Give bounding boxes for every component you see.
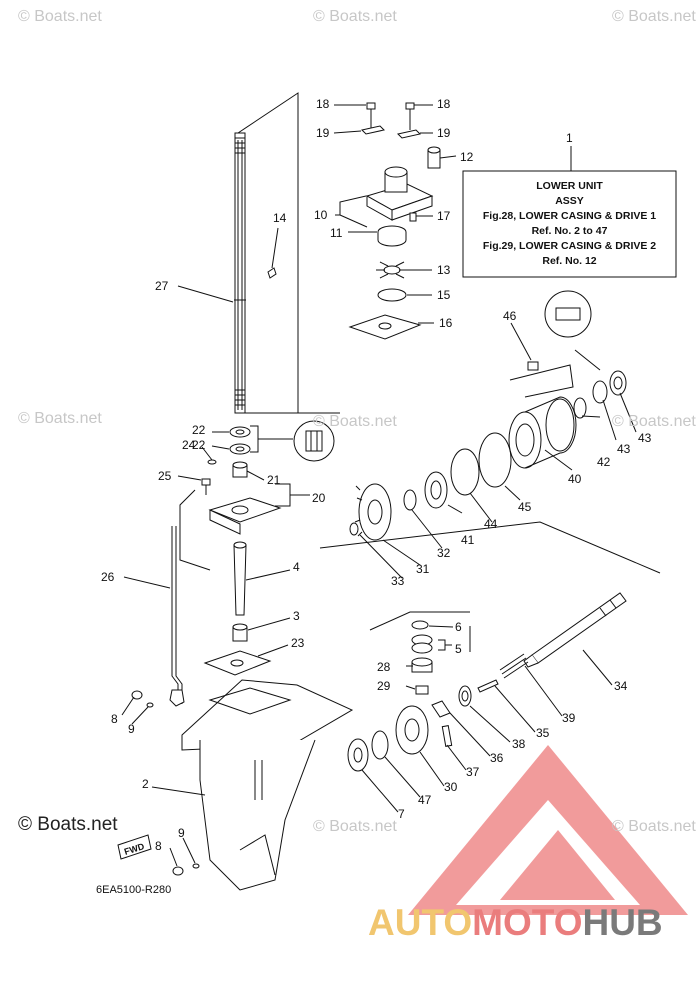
callout-11: 11 bbox=[330, 226, 343, 240]
forward-gear bbox=[395, 705, 429, 755]
callout-15: 15 bbox=[437, 288, 451, 302]
callout-47: 47 bbox=[418, 793, 432, 807]
callout-42: 42 bbox=[597, 455, 611, 469]
info-box-line: Fig.28, LOWER CASING & DRIVE 1 bbox=[482, 210, 657, 222]
callout-40: 40 bbox=[568, 472, 582, 486]
callout-9: 9 bbox=[128, 722, 135, 736]
callout-18: 18 bbox=[437, 97, 451, 111]
info-box-line: ASSY bbox=[555, 195, 584, 207]
callout-12: 12 bbox=[460, 150, 474, 164]
callout-8: 8 bbox=[111, 712, 118, 726]
callout-8: 8 bbox=[155, 839, 162, 853]
reverse-gear bbox=[354, 483, 392, 541]
callout-22: 22 bbox=[192, 423, 206, 437]
brand-part-2: MOTO bbox=[472, 902, 583, 943]
callout-30: 30 bbox=[444, 780, 458, 794]
callout-43: 43 bbox=[617, 442, 631, 456]
info-box-line: LOWER UNIT bbox=[536, 180, 603, 192]
callout-19: 19 bbox=[437, 126, 451, 140]
bolt-18-b bbox=[405, 102, 415, 130]
watermark-text: © Boats.net bbox=[612, 818, 696, 835]
watermark-text: © Boats.net bbox=[18, 410, 102, 427]
callout-4: 4 bbox=[293, 560, 300, 574]
info-box-frame bbox=[462, 170, 677, 278]
watermark-text: © Boats.net bbox=[313, 8, 397, 25]
callout-25: 25 bbox=[158, 469, 172, 483]
callout-31: 31 bbox=[416, 562, 430, 576]
callout-28: 28 bbox=[377, 660, 391, 674]
impeller bbox=[376, 261, 408, 279]
watermark-text: © Boats.net bbox=[18, 8, 102, 25]
callout-6: 6 bbox=[455, 620, 462, 634]
drive-shaft bbox=[234, 132, 246, 414]
brand-part-3: HUB bbox=[582, 902, 663, 943]
callout-14: 14 bbox=[273, 211, 287, 225]
brand-part-1: AUTO bbox=[368, 902, 473, 943]
callout-38: 38 bbox=[512, 737, 526, 751]
callout-39: 39 bbox=[562, 711, 576, 725]
callout-20: 20 bbox=[312, 491, 326, 505]
callout-21: 21 bbox=[267, 473, 281, 487]
leader-lines bbox=[121, 104, 637, 867]
callout-27: 27 bbox=[155, 279, 169, 293]
info-box-line: Ref. No. 2 to 47 bbox=[531, 225, 608, 237]
callout-36: 36 bbox=[490, 751, 504, 765]
callout-32: 32 bbox=[437, 546, 451, 560]
brand-logo-text: AUTOMOTOHUB bbox=[368, 902, 663, 944]
callout-13: 13 bbox=[437, 263, 451, 277]
diagram-code: 6EA5100-R280 bbox=[96, 884, 172, 896]
info-box-line: Fig.29, LOWER CASING & DRIVE 2 bbox=[482, 240, 657, 252]
callout-45: 45 bbox=[518, 500, 532, 514]
watermark-text-dark: © Boats.net bbox=[18, 814, 118, 835]
shift-rod-retainer bbox=[208, 497, 282, 535]
callout-10: 10 bbox=[314, 208, 328, 222]
bolt-18-a bbox=[366, 102, 376, 128]
info-box: LOWER UNIT ASSY Fig.28, LOWER CASING & D… bbox=[463, 171, 676, 277]
callout-3: 3 bbox=[293, 609, 300, 623]
callout-7: 7 bbox=[398, 807, 405, 821]
watermark-text: © Boats.net bbox=[313, 818, 397, 835]
callout-9: 9 bbox=[178, 826, 185, 840]
callout-16: 16 bbox=[439, 316, 453, 330]
watermark-text: © Boats.net bbox=[612, 8, 696, 25]
callout-43: 43 bbox=[638, 431, 652, 445]
callout-5: 5 bbox=[455, 642, 462, 656]
callout-23: 23 bbox=[291, 636, 305, 650]
callout-19: 19 bbox=[316, 126, 330, 140]
callout-35: 35 bbox=[536, 726, 550, 740]
lower-casing bbox=[181, 679, 354, 891]
callout-26: 26 bbox=[101, 570, 115, 584]
water-pump-housing bbox=[365, 166, 434, 221]
callout-24: 24 bbox=[182, 438, 196, 452]
watermark-text: © Boats.net bbox=[313, 413, 397, 430]
callout-37: 37 bbox=[466, 765, 480, 779]
callout-44: 44 bbox=[484, 517, 498, 531]
propeller-shaft bbox=[523, 592, 627, 668]
shift-rod bbox=[169, 526, 185, 707]
callout-2: 2 bbox=[142, 777, 149, 791]
callout-34: 34 bbox=[614, 679, 628, 693]
callout-46: 46 bbox=[503, 309, 517, 323]
callout-17: 17 bbox=[437, 209, 451, 223]
callout-18: 18 bbox=[316, 97, 330, 111]
bearing-housing bbox=[508, 396, 577, 469]
info-box-line: Ref. No. 12 bbox=[542, 255, 597, 267]
callout-41: 41 bbox=[461, 533, 475, 547]
brand-logo-mark bbox=[408, 745, 688, 915]
watermark-text: © Boats.net bbox=[612, 413, 696, 430]
callout-1: 1 bbox=[566, 131, 573, 145]
callout-33: 33 bbox=[391, 574, 405, 588]
callout-22: 22 bbox=[192, 438, 206, 452]
callout-29: 29 bbox=[377, 679, 391, 693]
